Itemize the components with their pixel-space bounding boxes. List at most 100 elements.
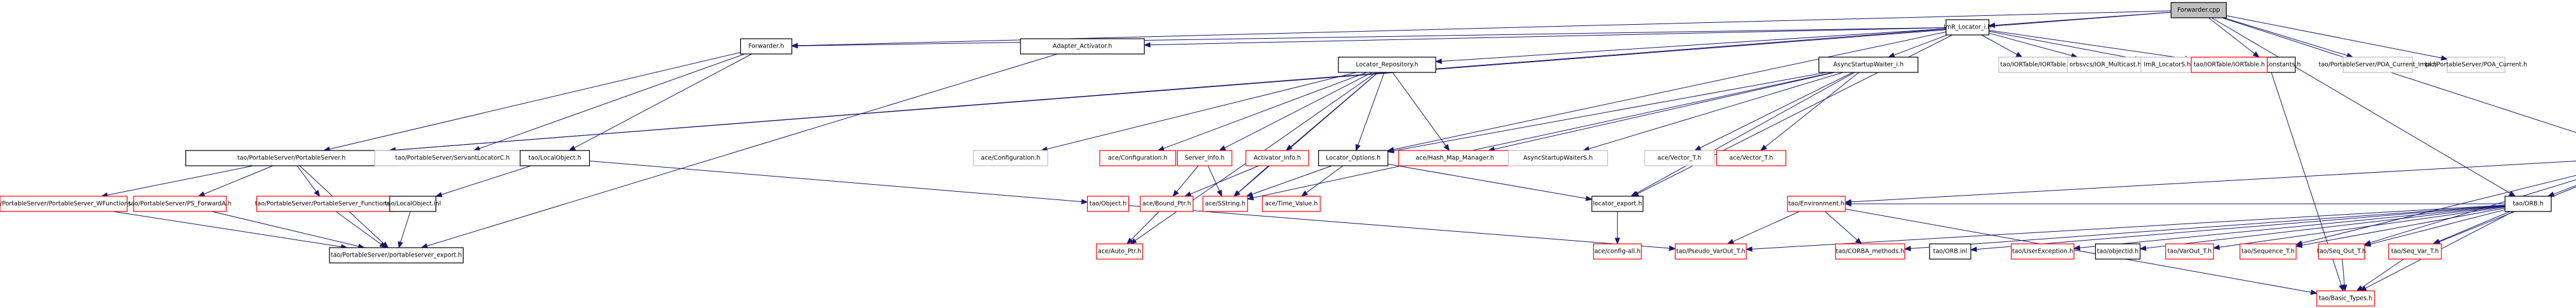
node-box <box>389 196 437 212</box>
graph-node-boundptr[interactable]: ace/Bound_Ptr.h <box>1140 196 1194 212</box>
graph-node-hashmap[interactable]: ace/Hash_Map_Manager.h <box>1398 150 1512 166</box>
edge-line <box>1150 27 1946 46</box>
graph-node-localinl[interactable]: tao/LocalObject.inl <box>385 196 441 212</box>
graph-node-localobj[interactable]: tao/LocalObject.h <box>519 150 591 166</box>
graph-node-psexp[interactable]: tao/PortableServer/portableserver_export… <box>329 247 464 264</box>
arrowhead-icon <box>1246 195 1254 201</box>
node-label: tao/objectid.h <box>2097 248 2139 255</box>
node-label: ace/SString.h <box>1205 201 1246 208</box>
edge-fwdh-to-ps <box>323 52 741 152</box>
graph-node-timeval[interactable]: ace/Time_Value.h <box>1262 196 1321 212</box>
graph-node-env[interactable]: tao/Environment.h <box>1787 196 1846 212</box>
node-label: tao/PortableServer/POA_Current.h <box>2425 62 2527 69</box>
graph-node-iortable2[interactable]: tao/IORTable/IORTable.h <box>2191 57 2268 73</box>
graph-node-basic[interactable]: tao/Basic_Types.h <box>2316 290 2375 307</box>
node-box <box>1998 57 2074 73</box>
edge-root-to-orbh <box>2211 17 2516 197</box>
edge-async-to-asyncs <box>1582 72 1843 152</box>
node-label: tao/PortableServer/portableserver_export… <box>331 252 462 259</box>
edge-orbh-to-orbinl <box>1970 205 2506 252</box>
node-label: ImR_Locator_i.h <box>1944 24 1991 31</box>
edge-line <box>112 211 342 248</box>
edge-env-to-pseudo <box>1726 211 1800 244</box>
edge-async-to-hashmap <box>1487 72 1835 152</box>
node-box <box>185 150 398 166</box>
graph-node-iormc[interactable]: orbsvcs/IOR_Multicast.h <box>2067 57 2144 73</box>
graph-node-cfg2[interactable]: ace/Configuration.h <box>1099 150 1177 166</box>
graph-node-poaimpl[interactable]: tao/PortableServer/POA_Current_Impl.h <box>2319 57 2438 73</box>
edge-line <box>1699 72 1853 149</box>
edge-line <box>329 52 741 150</box>
graph-node-srvinfo[interactable]: Server_Info.h <box>1177 150 1232 166</box>
graph-node-locopt[interactable]: Locator_Options.h <box>1318 150 1389 166</box>
node-box <box>2165 243 2214 260</box>
edge-objkey-to-env <box>1844 161 2576 205</box>
edge-line <box>2222 17 2576 133</box>
graph-node-orbinl[interactable]: tao/ORB.inl <box>1929 243 1972 260</box>
node-box <box>1086 196 1130 212</box>
node-box <box>2191 57 2268 73</box>
graph-node-root[interactable]: Forwarder.cpp <box>2170 2 2227 18</box>
graph-node-cfg1[interactable]: ace/Configuration.h <box>973 150 1048 166</box>
graph-node-objid[interactable]: tao/objectid.h <box>2095 243 2141 260</box>
graph-node-cfgall[interactable]: ace/config-all.h <box>1593 243 1642 260</box>
graph-node-seqt[interactable]: tao/Sequence_T.h <box>2239 243 2297 260</box>
arrowhead-icon <box>1434 58 1443 64</box>
node-box <box>2318 243 2365 260</box>
graph-node-slc[interactable]: tao/PortableServer/ServantLocatorC.h <box>374 150 531 166</box>
arrowhead-icon <box>568 145 576 151</box>
edge-line <box>1752 204 2506 250</box>
graph-node-psfunc[interactable]: tao/PortableServer/PortableServer_Functi… <box>255 196 396 212</box>
graph-node-fwdh[interactable]: Forwarder.h <box>740 38 792 55</box>
graph-node-corba[interactable]: tao/CORBA_methods.h <box>1835 243 1905 260</box>
arrowhead-icon <box>1693 145 1702 151</box>
graph-node-varout[interactable]: tao/VarOut_T.h <box>2165 243 2214 260</box>
arrowhead-icon <box>2508 191 2516 197</box>
edge-locrepo-to-cfg1 <box>1040 72 1357 152</box>
graph-node-imr[interactable]: ImR_Locator_i.h <box>1944 19 1991 36</box>
arrowhead-icon <box>2547 191 2555 197</box>
graph-node-seqout[interactable]: tao/Seq_Out_T.h <box>2317 243 2366 260</box>
graph-node-psfwd[interactable]: tao/PortableServer/PS_ForwardA.h <box>128 196 232 212</box>
node-label: Forwarder.cpp <box>2177 7 2220 14</box>
edge-line <box>2211 17 2511 194</box>
arrowhead-icon <box>1970 246 1977 252</box>
edge-line <box>2301 208 2506 246</box>
graph-node-asyncs[interactable]: AsyncStartupWaiterS.h <box>1508 150 1608 166</box>
node-label: tao/LocalObject.h <box>528 155 581 162</box>
graph-node-locrepo[interactable]: Locator_Repository.h <box>1338 57 1436 73</box>
edge-line <box>297 165 317 192</box>
arrowhead-icon <box>1246 191 1253 197</box>
node-box <box>2067 57 2144 73</box>
graph-node-locexp[interactable]: locator_export.h <box>1591 196 1644 212</box>
graph-node-pseudo[interactable]: tao/Pseudo_VarOut_T.h <box>1674 243 1747 260</box>
graph-node-wfunc[interactable]: tao/PortableServer/PortableServer_WFunct… <box>0 196 137 212</box>
graph-node-imrs[interactable]: ImR_LocatorS.h <box>2140 57 2194 73</box>
node-label: ace/config-all.h <box>1594 248 1641 255</box>
graph-node-seqvar[interactable]: tao/Seq_Var_T.h <box>2388 243 2442 260</box>
node-label: Locator_Repository.h <box>1356 62 1418 69</box>
edge-imr-to-adapter <box>1143 27 1946 48</box>
edge-psfunc-to-psexp <box>335 211 387 248</box>
edge-line <box>1238 72 1378 193</box>
graph-node-poacur[interactable]: tao/PortableServer/POA_Current.h <box>2425 57 2527 73</box>
graph-node-objecth[interactable]: tao/Object.h <box>1086 196 1130 212</box>
edge-line <box>1163 72 1367 149</box>
node-label: tao/Sequence_T.h <box>2241 248 2295 255</box>
edge-line <box>574 53 752 149</box>
graph-node-ps[interactable]: tao/PortableServer/PortableServer.h <box>185 150 398 166</box>
edge-line <box>2226 15 2442 58</box>
graph-node-vec2[interactable]: ace/Vector_T.h <box>1716 150 1787 166</box>
graph-node-actinfo[interactable]: Activator_Info.h <box>1245 150 1309 166</box>
graph-node-iortable1[interactable]: tao/IORTable/IORTable.h <box>1998 57 2074 73</box>
graph-node-sstring[interactable]: ace/SString.h <box>1202 196 1248 212</box>
node-label: ace/Bound_Ptr.h <box>1142 201 1191 208</box>
graph-node-vec1[interactable]: ace/Vector_T.h <box>1644 150 1715 166</box>
graph-node-adapter[interactable]: Adapter_Activator.h <box>1020 38 1145 55</box>
graph-node-orbh[interactable]: tao/ORB.h <box>2504 196 2552 212</box>
edge-imr-to-async <box>1888 34 1948 58</box>
graph-node-userex[interactable]: tao/UserException.h <box>2010 243 2075 260</box>
graph-node-autoptr[interactable]: ace/Auto_Ptr.h <box>1096 243 1144 260</box>
node-label: Forwarder.h <box>749 43 784 50</box>
graph-node-async[interactable]: AsyncStartupWaiter_i.h <box>1819 57 1919 73</box>
